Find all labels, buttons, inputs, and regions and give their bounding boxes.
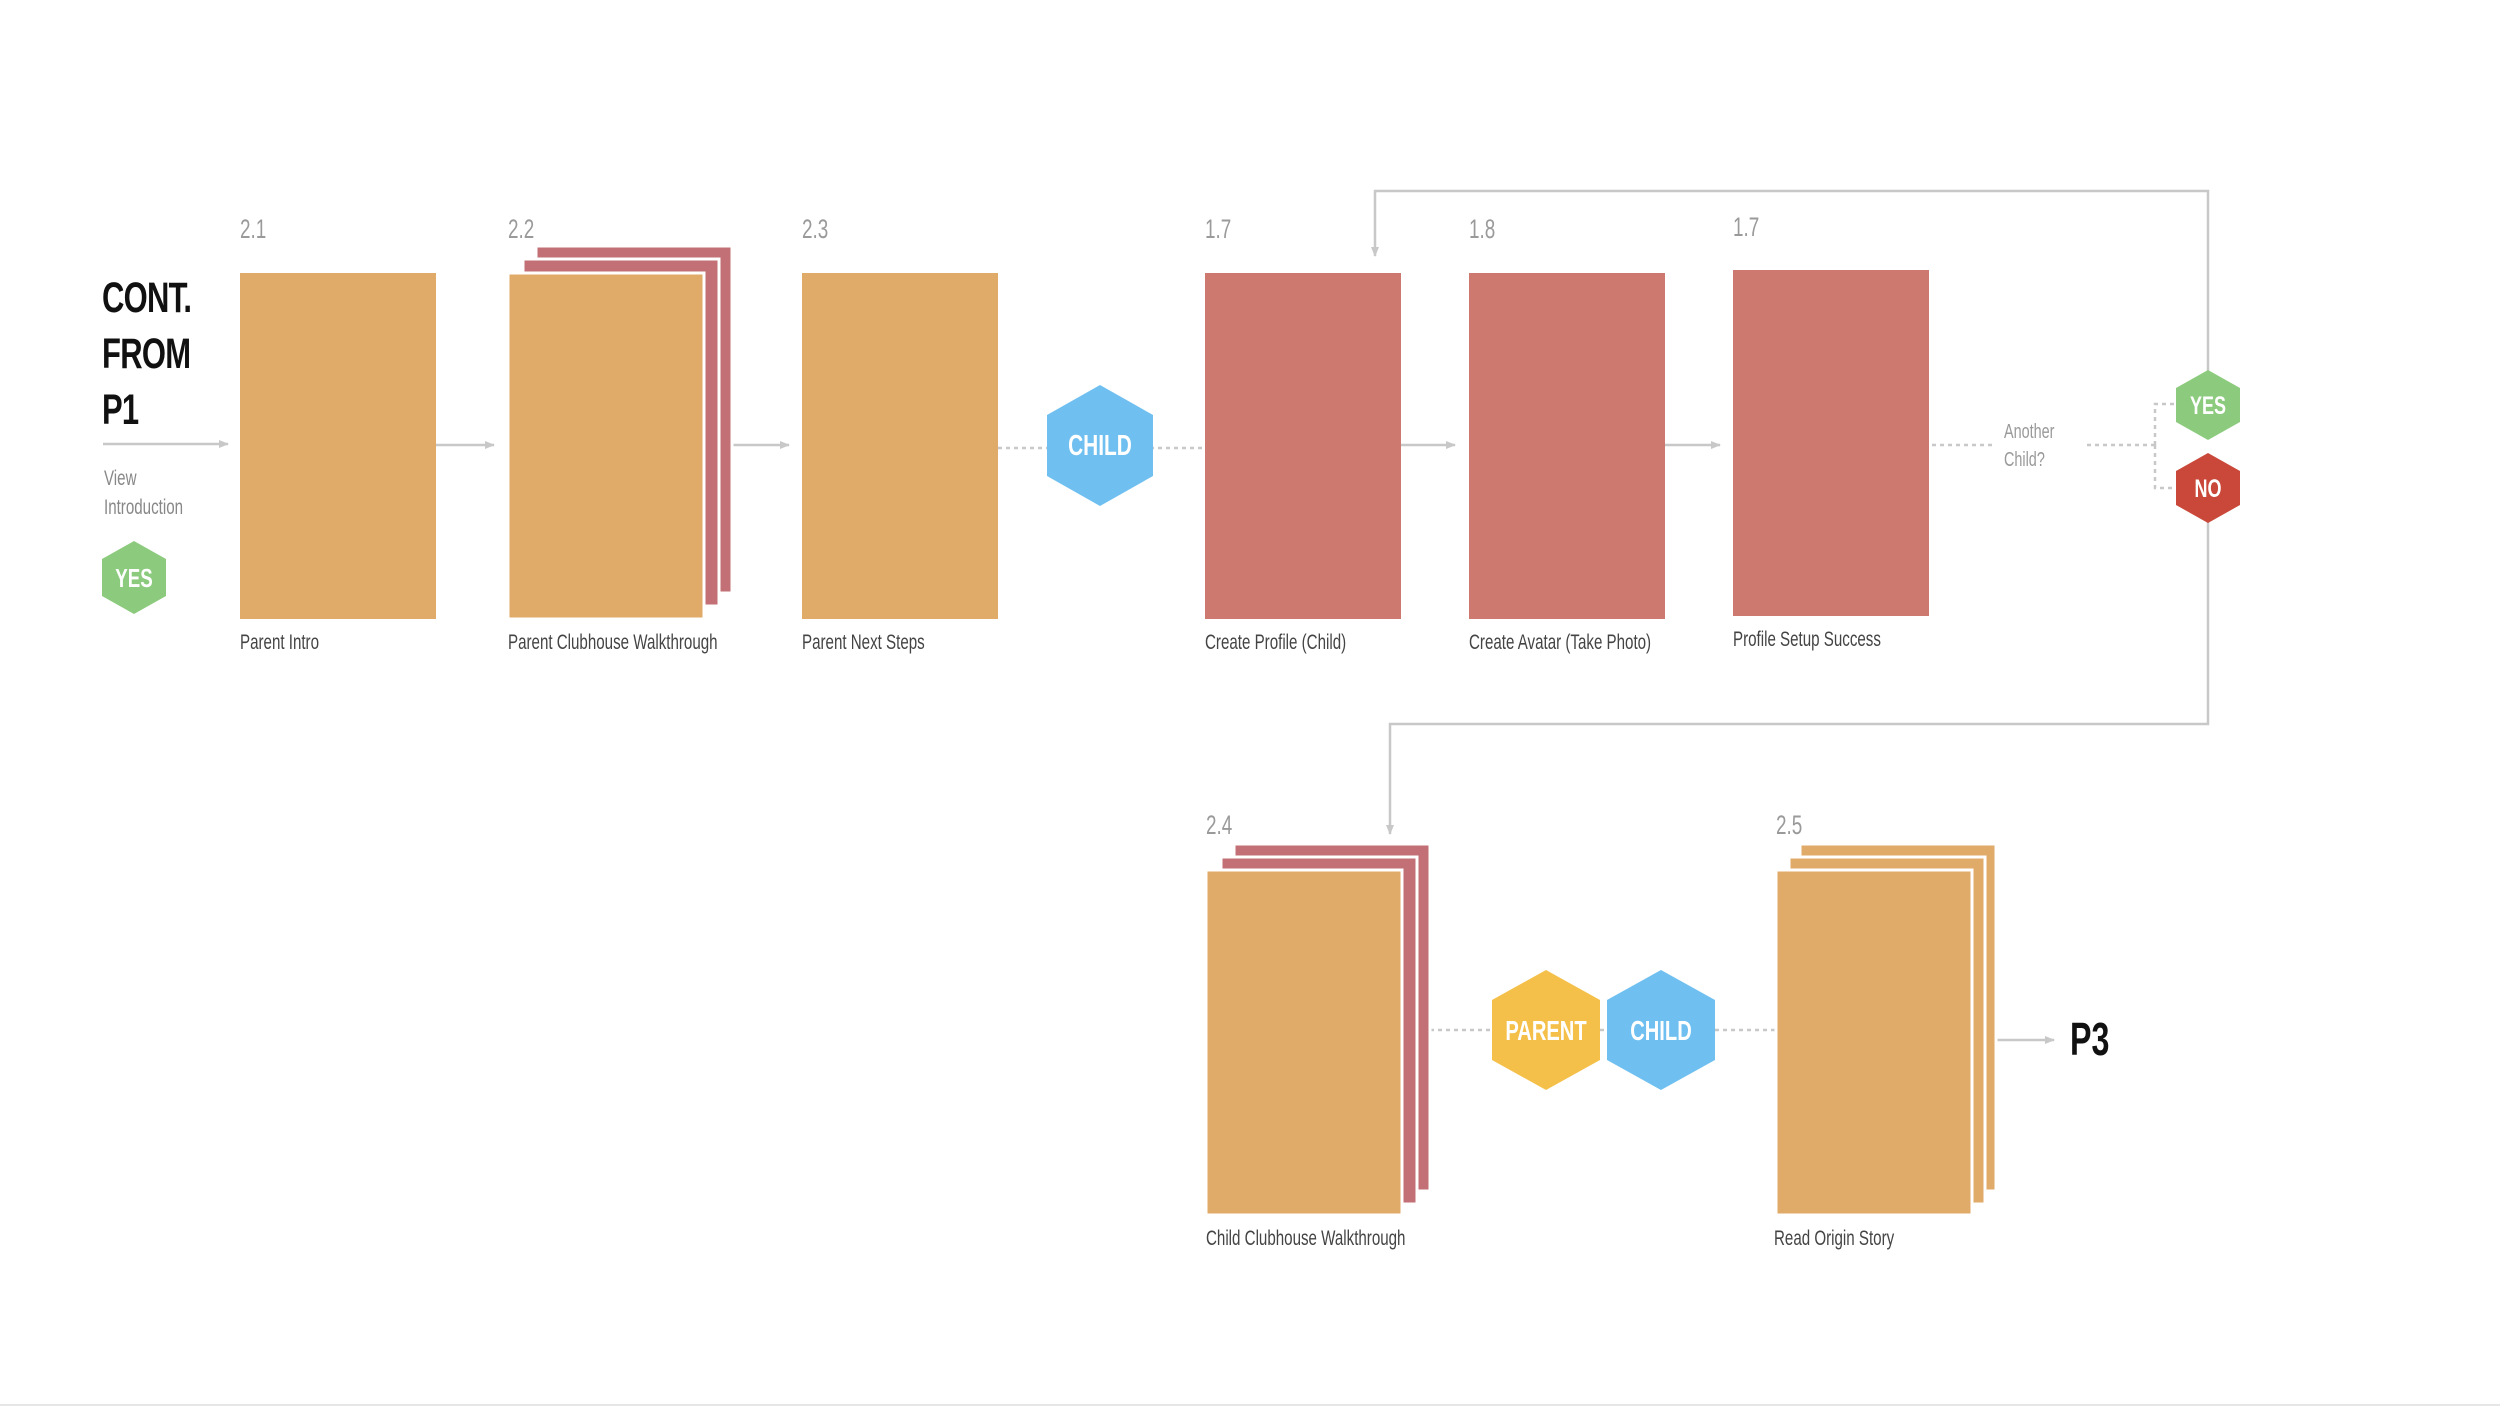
decision-question: Another Child? bbox=[2004, 418, 2054, 474]
start-caption-line: Introduction bbox=[104, 496, 184, 519]
start-caption: View Introduction bbox=[104, 464, 190, 522]
start-title-line: P1 bbox=[102, 386, 139, 434]
child-hexagon-icon bbox=[1047, 385, 1153, 506]
loop-yes-to-1-7 bbox=[1371, 189, 2210, 372]
screen-number: 2.1 bbox=[240, 214, 267, 244]
badge-decision-no[interactable]: NO bbox=[2176, 453, 2240, 523]
screen-label: Create Profile (Child) bbox=[1205, 631, 1347, 654]
parent-hexagon-icon bbox=[1492, 970, 1600, 1090]
screen-stack-2-4[interactable] bbox=[1204, 842, 1432, 1217]
screen-label: Parent Clubhouse Walkthrough bbox=[508, 631, 718, 654]
badge-label: CHILD bbox=[1068, 430, 1132, 462]
screen-stack-2-5[interactable] bbox=[1774, 842, 1998, 1217]
screen-1-7-success[interactable] bbox=[1733, 270, 1929, 616]
screen-1-8[interactable] bbox=[1469, 273, 1665, 619]
screen-number: 1.8 bbox=[1469, 214, 1496, 244]
path-no-to-2-4 bbox=[1386, 520, 2210, 835]
badge-parent-bottom: PARENT bbox=[1492, 970, 1600, 1090]
screen-2-5 bbox=[1774, 868, 1974, 1217]
start-title-line: FROM bbox=[102, 330, 191, 378]
badge-label: YES bbox=[2190, 391, 2226, 420]
screen-number: 1.7 bbox=[1733, 212, 1760, 242]
screen-number: 1.7 bbox=[1205, 214, 1232, 244]
badge-child-top: CHILD bbox=[1047, 385, 1153, 506]
screen-1-7[interactable] bbox=[1205, 273, 1401, 619]
screen-number: 2.2 bbox=[508, 214, 535, 244]
screen-label: Create Avatar (Take Photo) bbox=[1469, 631, 1652, 654]
dotted-branch-no bbox=[2153, 445, 2178, 490]
screen-label: Child Clubhouse Walkthrough bbox=[1206, 1227, 1406, 1250]
badge-label: PARENT bbox=[1505, 1016, 1586, 1047]
screen-2-2 bbox=[506, 271, 706, 621]
end-marker: P3 bbox=[2070, 1013, 2110, 1065]
badge-child-bottom: CHILD bbox=[1607, 970, 1715, 1090]
start-title-line: CONT. bbox=[102, 274, 192, 322]
badge-label: NO bbox=[2195, 474, 2222, 503]
badge-label: CHILD bbox=[1630, 1016, 1692, 1047]
child-hexagon-icon bbox=[1607, 970, 1715, 1090]
badge-start-yes: YES bbox=[102, 541, 166, 614]
decision-question-line: Child? bbox=[2004, 449, 2045, 471]
bottom-divider bbox=[0, 1404, 2500, 1406]
screen-label: Profile Setup Success bbox=[1733, 628, 1881, 651]
start-caption-line: View bbox=[104, 467, 137, 490]
screen-2-4 bbox=[1204, 868, 1404, 1217]
screen-number: 2.4 bbox=[1206, 810, 1233, 840]
screen-number: 2.5 bbox=[1776, 810, 1803, 840]
screens bbox=[240, 244, 1998, 1217]
connectors bbox=[103, 189, 2210, 1044]
yes-hexagon-icon bbox=[2176, 370, 2240, 440]
start-title: CONT. FROM P1 bbox=[102, 270, 192, 438]
screen-number: 2.3 bbox=[802, 214, 829, 244]
screen-stack-2-2[interactable] bbox=[506, 244, 734, 621]
no-hexagon-icon bbox=[2176, 453, 2240, 523]
screen-label: Parent Next Steps bbox=[802, 631, 925, 654]
dotted-branch-yes bbox=[2153, 402, 2178, 445]
screen-label: Read Origin Story bbox=[1774, 1227, 1895, 1250]
screen-2-3[interactable] bbox=[802, 273, 998, 619]
badge-decision-yes[interactable]: YES bbox=[2176, 370, 2240, 440]
yes-hexagon-icon bbox=[102, 541, 166, 614]
badge-label: YES bbox=[115, 563, 152, 593]
screen-2-1[interactable] bbox=[240, 273, 436, 619]
screen-label: Parent Intro bbox=[240, 631, 320, 654]
decision-question-line: Another bbox=[2004, 421, 2055, 443]
